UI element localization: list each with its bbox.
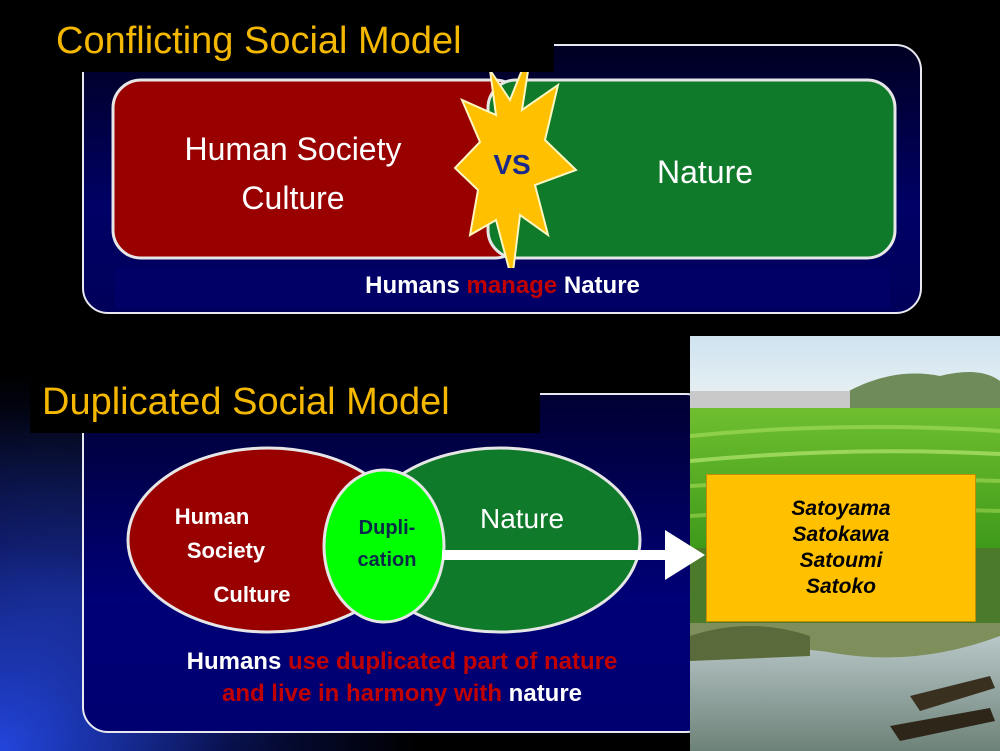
- satoyama-label: Satoyama: [791, 496, 891, 520]
- caption-manage: manage: [466, 272, 558, 299]
- nature-ellipse-label: Nature: [480, 503, 564, 534]
- caption2-humans: Humans: [186, 648, 288, 675]
- vs-burst-icon: [453, 44, 578, 281]
- caption2-live-in-harmony: and live in harmony with: [221, 680, 503, 708]
- caption-humans: Humans: [365, 272, 467, 299]
- culture-label: Culture: [241, 180, 344, 216]
- human-society-label: Human Society: [185, 131, 402, 167]
- society-ellipse-label: Society: [187, 538, 266, 563]
- culture-ellipse-label: Culture: [214, 582, 291, 607]
- satoko-label: Satoko: [805, 575, 876, 599]
- caption2-use-duplicated: use duplicated part of nature: [287, 648, 618, 675]
- duplicated-model-title: Duplicated Social Model: [30, 377, 540, 433]
- conflicting-model-title: Conflicting Social Model: [44, 16, 554, 72]
- nature-label: Nature: [657, 154, 753, 190]
- duplication-overlap: [322, 468, 446, 624]
- human-ellipse-label: Human: [175, 504, 250, 529]
- duplication-label-2: cation: [358, 549, 417, 571]
- caption-nature: Nature: [557, 272, 640, 299]
- conflicting-model-caption: Humans manage Nature: [115, 268, 890, 308]
- arrow-right-icon: [665, 530, 705, 580]
- caption2-nature: nature: [502, 680, 583, 708]
- satokawa-label: Satokawa: [792, 522, 890, 546]
- sato-box: Satoyama Satokawa Satoumi Satoko: [706, 474, 976, 622]
- satoumi-label: Satoumi: [799, 549, 883, 572]
- vs-label: VS: [493, 149, 530, 180]
- duplication-label-1: Dupli-: [359, 517, 416, 539]
- duplicated-model-caption: Humans use duplicated part of nature and…: [112, 646, 692, 711]
